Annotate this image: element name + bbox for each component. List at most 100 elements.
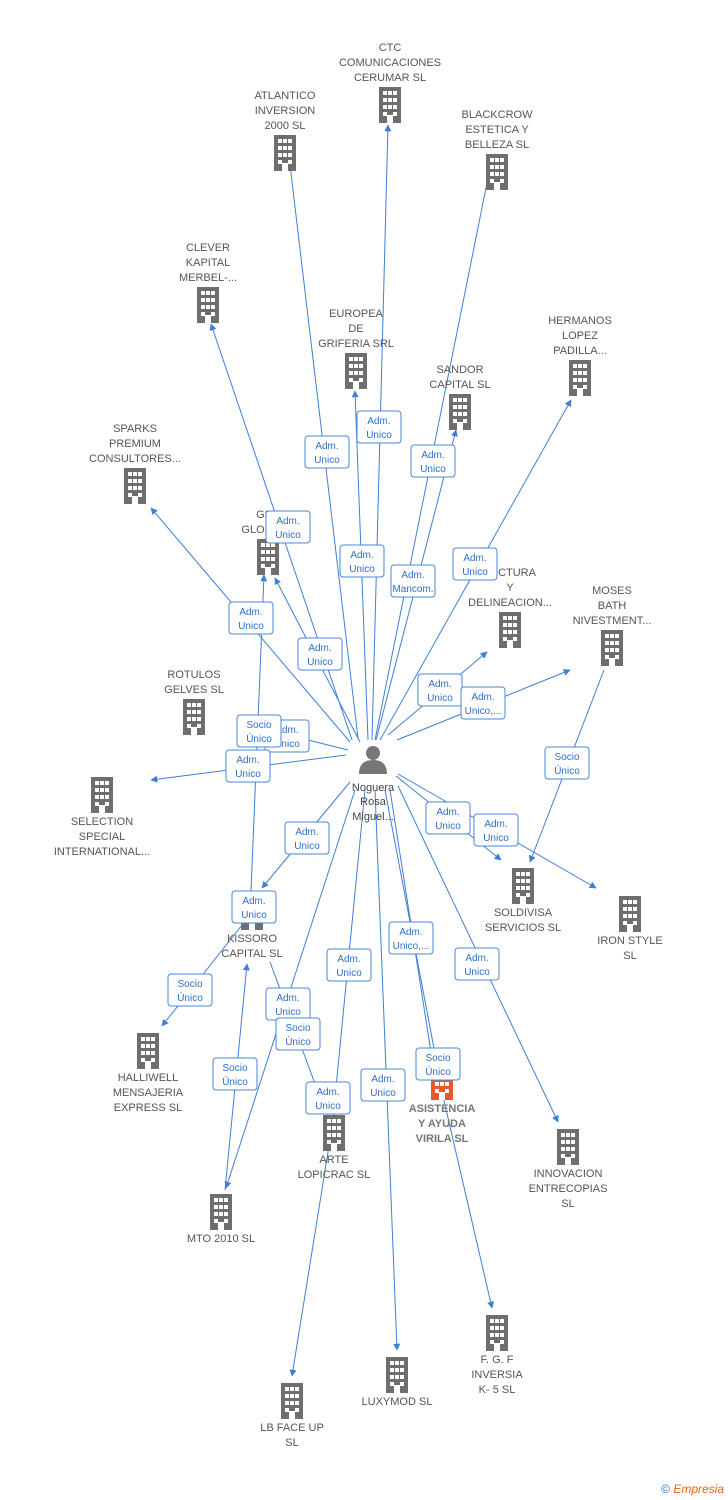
company-label-line: CAPITAL SL — [429, 379, 490, 391]
role-badge-box — [454, 947, 500, 981]
role-badge-box — [225, 749, 271, 783]
role-badge-text: Socio — [285, 1023, 310, 1034]
role-badge-box — [544, 746, 590, 780]
company-label-line: LB FACE UP — [260, 1422, 324, 1434]
edge-fgf — [441, 1091, 494, 1309]
company-node-luxymod[interactable]: LUXYMOD SL — [362, 1357, 433, 1408]
role-badge-text: Unico — [294, 841, 320, 852]
role-badge[interactable]: Adm.Unico — [297, 637, 343, 671]
company-node-selection[interactable]: SELECTIONSPECIALINTERNATIONAL... — [54, 777, 150, 858]
role-badge-box — [339, 544, 385, 578]
company-label-line: GELVES SL — [164, 684, 224, 696]
role-badge[interactable]: Adm.Unico — [304, 435, 350, 469]
role-badge[interactable]: Adm.Unico — [265, 987, 311, 1021]
company-label-line: LOPICRAC SL — [298, 1169, 371, 1181]
building-icon — [557, 1129, 579, 1165]
role-badge[interactable]: Adm.Unico — [360, 1068, 406, 1102]
building-icon — [386, 1357, 408, 1393]
role-badge-text: Unico,... — [465, 706, 502, 717]
center-person[interactable]: Noguera Rosa Miguel... — [352, 746, 395, 823]
company-node-mto[interactable]: MTO 2010 SL — [187, 1194, 255, 1245]
role-badge[interactable]: Adm.Unico — [326, 948, 372, 982]
role-badge-box — [167, 973, 213, 1007]
role-badge[interactable]: Adm.Unico — [425, 801, 471, 835]
role-badge[interactable]: Adm.Unico — [417, 673, 463, 707]
role-badge-box — [473, 813, 519, 847]
company-node-clever[interactable]: CLEVERKAPITALMERBEL-... — [179, 242, 237, 323]
role-badge-box — [356, 410, 402, 444]
role-badge[interactable]: Adm. Unico — [284, 821, 330, 855]
building-icon — [257, 539, 279, 575]
role-badge-box — [236, 714, 282, 748]
role-badge-text: Adm. — [275, 725, 298, 736]
role-badge[interactable]: Adm.Unico,... — [460, 686, 506, 720]
company-label-line: COMUNICACIONES — [339, 57, 441, 69]
company-node-moses[interactable]: MOSESBATHNIVESTMENT... — [573, 585, 652, 666]
role-badge-text: Único — [222, 1075, 248, 1088]
company-label-line: HALLIWELL — [118, 1072, 179, 1084]
role-badge-text: Adm. — [436, 807, 459, 818]
company-label-line: SL — [561, 1198, 574, 1210]
role-badge[interactable]: Adm.Unico — [228, 601, 274, 635]
copyright-symbol: © — [661, 1482, 670, 1496]
company-label-line: LUXYMOD SL — [362, 1396, 433, 1408]
role-badge[interactable]: Adm.Unico — [265, 510, 311, 544]
role-badge-box — [305, 1081, 351, 1115]
role-badge[interactable]: Adm.Mancom. — [390, 564, 436, 598]
company-label-line: LOPEZ — [562, 330, 598, 342]
company-label-line: CONSULTORES... — [89, 453, 181, 465]
role-badge[interactable]: Adm.Unico — [454, 947, 500, 981]
role-badge[interactable]: Adm.Unico — [225, 749, 271, 783]
role-badge[interactable]: Adm.Unico,... — [388, 921, 434, 955]
role-badge-text: Adm. — [421, 450, 444, 461]
role-badge-text: Adm. — [463, 553, 486, 564]
role-badge-text: Adm. — [465, 953, 488, 964]
role-badge-text: Unico — [315, 1101, 341, 1112]
company-node-lbface[interactable]: LB FACE UP SL — [260, 1383, 324, 1449]
role-badge[interactable]: Adm.Unico — [339, 544, 385, 578]
company-label-line: BELLEZA SL — [465, 139, 529, 151]
role-badge-box — [265, 510, 311, 544]
role-badge-text: Adm. — [401, 570, 424, 581]
role-badge[interactable]: Adm.Unico — [231, 890, 277, 924]
role-badge-box — [388, 921, 434, 955]
role-badge-text: Adm. — [295, 827, 318, 838]
role-badge[interactable]: Adm.Unico — [356, 410, 402, 444]
role-badge[interactable]: Adm.Unico — [410, 444, 456, 478]
role-badge-text: Socio — [246, 720, 271, 731]
role-badge[interactable]: Adm.Unico — [305, 1081, 351, 1115]
company-label-line: KAPITAL — [186, 257, 230, 269]
role-badge-box — [460, 686, 506, 720]
role-badge[interactable]: Adm.Unico — [452, 547, 498, 581]
role-badge-text: Adm. — [276, 993, 299, 1004]
company-label-line: SL — [285, 1437, 298, 1449]
role-badge-text: Adm. — [371, 1074, 394, 1085]
company-label-line: MOSES — [592, 585, 632, 597]
company-node-sparks[interactable]: SPARKSPREMIUMCONSULTORES... — [89, 423, 181, 504]
company-label-line: F. G. F — [481, 1354, 514, 1366]
building-icon — [345, 353, 367, 389]
company-label-line: INVERSION — [255, 105, 316, 117]
role-badge[interactable]: Adm.Unico — [473, 813, 519, 847]
company-node-hermanos[interactable]: HERMANOSLOPEZPADILLA... — [548, 315, 612, 396]
